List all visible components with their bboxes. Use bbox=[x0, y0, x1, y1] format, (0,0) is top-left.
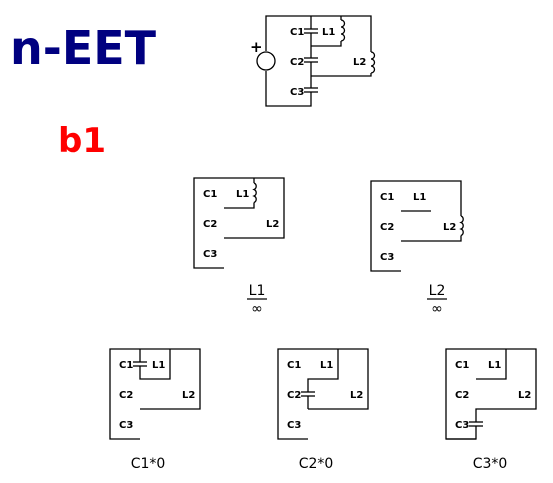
label-c2: C2 bbox=[380, 222, 394, 233]
short-circuit-c3: C1 L1 C2 L2 C3 C3*0 bbox=[445, 348, 537, 472]
label-c1: C1 bbox=[203, 189, 217, 200]
label-l1: L1 bbox=[413, 192, 426, 203]
label-c2: C2 bbox=[455, 390, 469, 401]
caption: C2*0 bbox=[299, 456, 334, 472]
label-c1: C1 bbox=[380, 192, 394, 203]
label-c2: C2 bbox=[119, 390, 133, 401]
label-l1: L1 bbox=[488, 360, 501, 371]
partial-circuit-l1: C1 L1 C2 L2 C3 L1 ∞ bbox=[193, 177, 285, 317]
main-circuit: + C1 L1 C2 L2 C3 bbox=[250, 15, 376, 107]
label-l2: L2 bbox=[518, 390, 531, 401]
label-l2: L2 bbox=[266, 219, 279, 230]
label-c2: C2 bbox=[287, 390, 301, 401]
label-c1: C1 bbox=[287, 360, 301, 371]
short-circuit-c2: C1 L1 C2 L2 C3 C2*0 bbox=[277, 348, 369, 472]
page-title: n-EET bbox=[10, 21, 157, 75]
caption: C1*0 bbox=[131, 456, 166, 472]
l2-inductor-symbol bbox=[459, 215, 464, 237]
caption-top: L1 bbox=[249, 283, 266, 299]
label-c2: C2 bbox=[203, 219, 217, 230]
main-top-wire bbox=[265, 15, 372, 52]
label-c3: C3 bbox=[203, 249, 217, 260]
label-c3: C3 bbox=[119, 420, 133, 431]
l1-inductor-symbol bbox=[252, 182, 257, 204]
label-l1: L1 bbox=[236, 189, 249, 200]
label-l2: L2 bbox=[182, 390, 195, 401]
page-subtitle: b1 bbox=[58, 121, 106, 161]
short-circuit-c1: C1 L1 C2 L2 C3 C1*0 bbox=[109, 348, 201, 472]
label-c1: C1 bbox=[119, 360, 133, 371]
label-c1: C1 bbox=[455, 360, 469, 371]
main-label-c1: C1 bbox=[290, 27, 304, 38]
caption: C3*0 bbox=[473, 456, 508, 472]
label-c3: C3 bbox=[380, 252, 394, 263]
main-label-c2: C2 bbox=[290, 57, 304, 68]
label-l1: L1 bbox=[152, 360, 165, 371]
l2-inductor-symbol bbox=[370, 51, 376, 74]
voltage-source-symbol bbox=[256, 51, 276, 71]
source-polarity: + bbox=[250, 38, 263, 56]
label-l1: L1 bbox=[320, 360, 333, 371]
caption-top: L2 bbox=[429, 283, 446, 299]
label-c3: C3 bbox=[287, 420, 301, 431]
main-bottom-wire bbox=[265, 71, 312, 107]
main-label-c3: C3 bbox=[290, 87, 304, 98]
partial-circuit-l2: C1 L1 C2 L2 C3 L2 ∞ bbox=[370, 180, 464, 317]
main-label-l1: L1 bbox=[322, 27, 335, 38]
label-l2: L2 bbox=[443, 222, 456, 233]
label-c3: C3 bbox=[455, 420, 469, 431]
caption-bottom: ∞ bbox=[251, 301, 263, 317]
l1-inductor-symbol bbox=[340, 19, 346, 42]
main-label-l2: L2 bbox=[353, 57, 366, 68]
label-l2: L2 bbox=[350, 390, 363, 401]
caption-bottom: ∞ bbox=[431, 301, 443, 317]
